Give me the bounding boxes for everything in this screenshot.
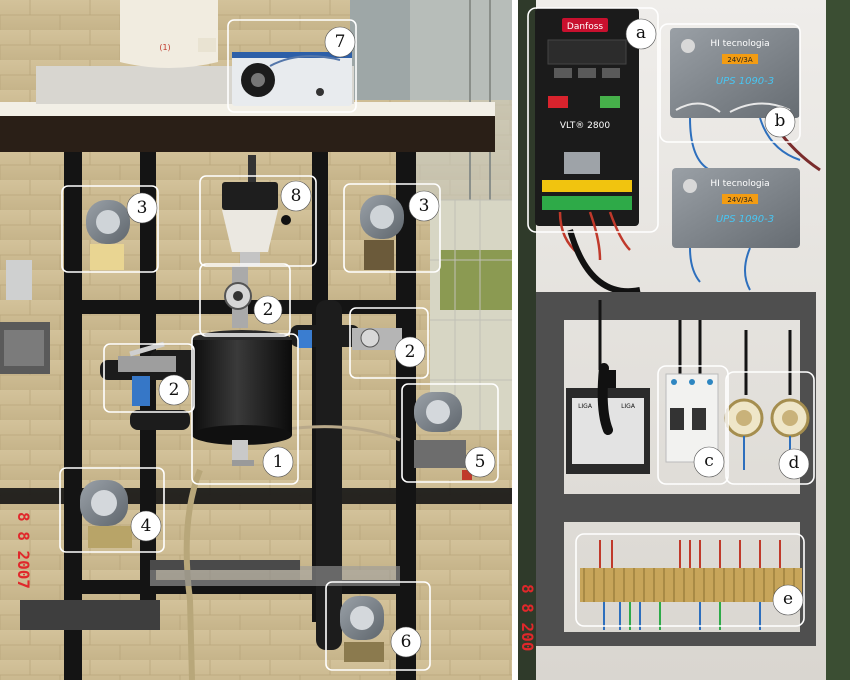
transmitter-right-3 (360, 195, 404, 270)
callout-3-left-label: 3 (137, 198, 148, 218)
tank-tag: (1) (159, 43, 170, 52)
ups-voltage-second: 24V/3A (727, 196, 753, 204)
callout-8-label: 8 (291, 186, 302, 206)
callout-3-right-label: 3 (419, 196, 430, 216)
transmitter-4 (80, 480, 132, 548)
callout-e-label: e (783, 589, 793, 609)
callout-e: e (575, 533, 805, 627)
peristaltic-pump (232, 52, 352, 106)
callout-c: c (657, 365, 729, 485)
callout-a: a (527, 7, 659, 233)
transmitter-6 (340, 596, 384, 662)
callout-2-center: 2 (199, 263, 291, 337)
callout-2-center-label: 2 (263, 300, 274, 320)
callout-d-label: d (789, 453, 800, 473)
junction-box (0, 260, 50, 374)
ups-unit-b: HI tecnologia 24V/3A UPS 1090-3 (670, 28, 821, 172)
callout-3-left: 3 (61, 185, 159, 273)
callout-6-label: 6 (401, 632, 412, 652)
callout-5-label: 5 (475, 452, 486, 472)
callout-8: 8 (199, 175, 317, 267)
callout-7: 7 (227, 19, 357, 113)
date-stamp-left: 8 8 2007 (14, 512, 33, 589)
callout-group-right: a b c d e (527, 7, 815, 627)
callout-5: 5 (401, 383, 499, 483)
callout-c-label: c (704, 451, 714, 471)
ups-unit-second: HI tecnologia 24V/3A UPS 1090-3 (672, 168, 800, 291)
callout-1-label: 1 (273, 452, 284, 472)
left-photo: (1) (0, 0, 512, 680)
valve-right (298, 328, 402, 350)
ups-brand-second: HI tecnologia (710, 179, 769, 189)
callout-6: 6 (325, 581, 431, 671)
callout-1: 1 (191, 333, 299, 485)
callout-7-label: 7 (335, 32, 346, 52)
control-cables (598, 300, 792, 395)
ups-brand-b: HI tecnologia (710, 39, 769, 49)
callout-2-right-label: 2 (405, 342, 416, 362)
lower-duct (20, 566, 400, 630)
agitator-motor (222, 155, 291, 266)
callout-2-right: 2 (349, 307, 429, 379)
date-stamp-right: 8 8 200 (518, 584, 537, 651)
ups-voltage-b: 24V/3A (727, 56, 753, 64)
callout-2-left-label: 2 (169, 380, 180, 400)
reactor-vessel (192, 330, 292, 466)
liga-switch: LIGA LIGA (566, 363, 650, 474)
liga-label-left: LIGA (578, 403, 593, 410)
drive-model: VLT® 2800 (560, 121, 610, 131)
callout-a-label: a (636, 23, 646, 43)
transmitter-left-3 (86, 200, 130, 270)
reservoir-tank: (1) (120, 0, 218, 68)
callout-4: 4 (59, 467, 165, 553)
callout-b: b (659, 23, 801, 143)
callout-3-right: 3 (343, 183, 441, 273)
callout-b-label: b (775, 111, 786, 131)
fuse-holders (724, 398, 810, 470)
liga-label-right: LIGA (621, 403, 636, 410)
terminal-block (580, 540, 802, 630)
ups-model-second: UPS 1090-3 (716, 214, 774, 225)
callout-group-left: 7 3 3 8 2 2 2 (59, 19, 499, 671)
valve-left (118, 341, 176, 406)
callout-4-label: 4 (141, 516, 152, 536)
frequency-drive: Danfoss VLT® 2800 (535, 8, 641, 295)
sample-tube (279, 425, 401, 442)
callout-d: d (725, 371, 815, 485)
ups-model-b: UPS 1090-3 (716, 76, 774, 87)
photo-divider (512, 0, 518, 680)
callout-2-left: 2 (103, 343, 195, 413)
differential-transmitter-5 (414, 392, 472, 480)
panel-frame (536, 292, 816, 646)
valve-center (224, 266, 252, 328)
drive-brand: Danfoss (567, 22, 604, 32)
